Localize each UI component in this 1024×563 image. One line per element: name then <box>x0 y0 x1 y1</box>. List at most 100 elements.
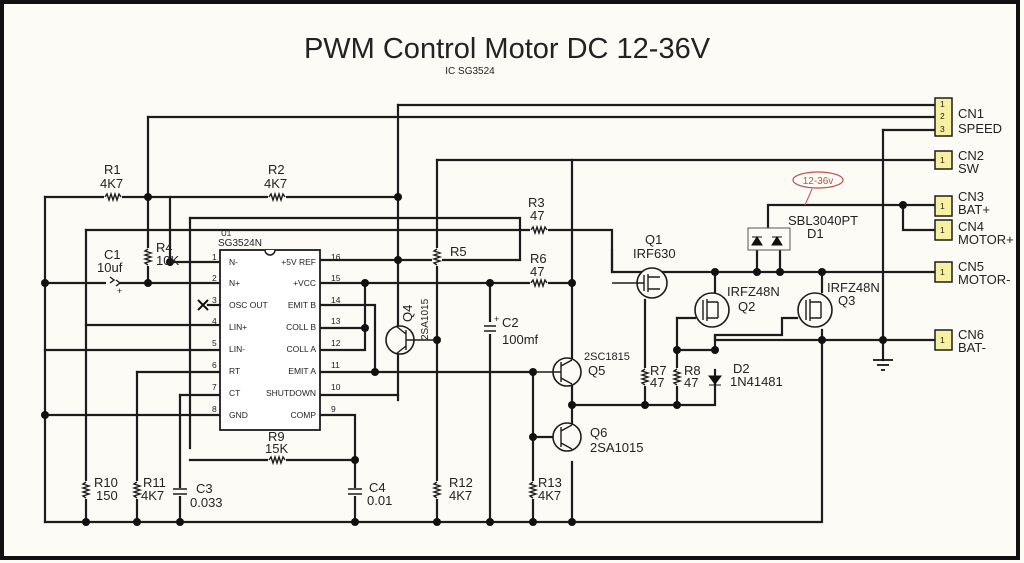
svg-text:1: 1 <box>940 201 945 211</box>
svg-text:0.01: 0.01 <box>367 493 392 508</box>
svg-text:N-: N- <box>229 257 238 267</box>
transistor-q4[interactable]: Q4 2SA1015 <box>385 298 437 355</box>
svg-text:R10: R10 <box>94 475 118 490</box>
svg-text:BAT-: BAT- <box>958 340 986 355</box>
svg-text:CN2: CN2 <box>958 148 984 163</box>
svg-text:2SA1015: 2SA1015 <box>590 440 644 455</box>
svg-text:5: 5 <box>212 338 217 348</box>
diagram-subtitle: IC SG3524 <box>445 66 495 77</box>
svg-text:SBL3040PT: SBL3040PT <box>788 213 858 228</box>
mosfet-q1[interactable]: Q1 IRF630 <box>612 232 676 299</box>
connector-cn5[interactable]: 1 CN5 MOTOR- <box>934 259 1010 287</box>
svg-text:R11: R11 <box>143 475 166 490</box>
resistor-r9[interactable]: R9 15K <box>265 429 288 465</box>
wires <box>43 103 937 524</box>
connector-cn3[interactable]: 1 CN3 BAT+ <box>934 189 990 217</box>
svg-text:1N41481: 1N41481 <box>730 374 783 389</box>
resistor-r12[interactable]: R12 4K7 <box>432 475 473 503</box>
svg-text:4: 4 <box>212 316 217 326</box>
svg-text:MOTOR-: MOTOR- <box>958 272 1010 287</box>
transistor-q6[interactable]: Q6 2SA1015 <box>552 422 644 455</box>
svg-text:1: 1 <box>940 99 945 109</box>
svg-text:1: 1 <box>940 155 945 165</box>
svg-text:C1: C1 <box>104 247 121 262</box>
svg-text:Q5: Q5 <box>588 363 605 378</box>
svg-text:R1: R1 <box>104 162 121 177</box>
svg-text:R3: R3 <box>528 195 545 210</box>
svg-text:3: 3 <box>940 124 945 134</box>
svg-text:CN4: CN4 <box>958 219 984 234</box>
svg-text:R12: R12 <box>449 475 473 490</box>
svg-text:1: 1 <box>940 335 945 345</box>
resistor-r13[interactable]: R13 4K7 <box>528 475 562 503</box>
svg-text:D1: D1 <box>807 226 824 241</box>
svg-text:COLL B: COLL B <box>286 322 316 332</box>
svg-text:1: 1 <box>940 267 945 277</box>
svg-text:8: 8 <box>212 404 217 414</box>
svg-text:Q2: Q2 <box>738 299 755 314</box>
svg-text:R7: R7 <box>650 363 667 378</box>
svg-text:1: 1 <box>212 252 217 262</box>
svg-text:R6: R6 <box>530 251 547 266</box>
resistor-r4[interactable]: R4 10K <box>143 240 179 268</box>
svg-text:150: 150 <box>96 488 118 503</box>
svg-text:1: 1 <box>940 225 945 235</box>
capacitor-c1[interactable]: + C1 10uf <box>97 247 123 296</box>
svg-text:9: 9 <box>331 404 336 414</box>
transistor-q5[interactable]: 2SC1815 Q5 <box>535 351 630 387</box>
svg-text:Q3: Q3 <box>838 293 855 308</box>
svg-text:COLL A: COLL A <box>287 344 317 354</box>
ground-icon <box>873 359 893 371</box>
mosfet-q2[interactable]: IRFZ48N Q2 <box>694 284 780 328</box>
svg-text:14: 14 <box>331 295 341 305</box>
diode-d1[interactable]: SBL3040PT D1 <box>747 213 858 251</box>
resistor-r1[interactable]: R1 4K7 <box>100 162 123 202</box>
resistor-r6[interactable]: R6 47 <box>530 251 548 288</box>
connector-cn2[interactable]: 1 CN2 SW <box>934 148 984 176</box>
connector-cn4[interactable]: 1 CN4 MOTOR+ <box>934 219 1014 247</box>
svg-text:6: 6 <box>212 360 217 370</box>
svg-text:12-36v: 12-36v <box>803 176 834 187</box>
resistor-r3[interactable]: R3 47 <box>528 195 548 235</box>
svg-text:COMP: COMP <box>291 410 317 420</box>
mosfet-q3[interactable]: IRFZ48N Q3 <box>797 280 880 328</box>
svg-text:CN5: CN5 <box>958 259 984 274</box>
svg-text:OSC OUT: OSC OUT <box>229 300 268 310</box>
capacitor-c3[interactable]: C3 0.033 <box>173 481 223 510</box>
svg-text:Q6: Q6 <box>590 425 607 440</box>
svg-text:11: 11 <box>331 360 340 370</box>
svg-text:LIN-: LIN- <box>229 344 245 354</box>
svg-text:47: 47 <box>650 375 664 390</box>
resistor-r5[interactable]: R5 <box>432 244 467 266</box>
svg-text:4K7: 4K7 <box>538 488 561 503</box>
svg-text:R2: R2 <box>268 162 285 177</box>
svg-text:10uf: 10uf <box>97 260 123 275</box>
svg-text:SPEED: SPEED <box>958 121 1002 136</box>
resistor-r2[interactable]: R2 4K7 <box>264 162 287 202</box>
diode-d2[interactable]: D2 1N41481 <box>708 361 783 389</box>
svg-text:13: 13 <box>331 316 341 326</box>
svg-text:100mf: 100mf <box>502 332 539 347</box>
connector-cn1[interactable]: 1 2 3 CN1 SPEED <box>934 97 1002 137</box>
connector-cn6[interactable]: 1 CN6 BAT- <box>934 327 986 355</box>
capacitor-c4[interactable]: C4 0.01 <box>348 480 392 508</box>
resistor-r8[interactable]: R8 47 <box>672 363 701 390</box>
resistor-r7[interactable]: R7 47 <box>640 363 667 390</box>
svg-text:Q1: Q1 <box>645 232 662 247</box>
svg-text:D2: D2 <box>733 361 750 376</box>
resistor-r11[interactable]: R11 4K7 <box>132 475 166 503</box>
svg-text:C2: C2 <box>502 315 519 330</box>
capacitor-c2[interactable]: + C2 100mf <box>483 314 539 347</box>
svg-text:10: 10 <box>331 382 341 392</box>
diagram-title: PWM Control Motor DC 12-36V <box>304 33 711 65</box>
svg-text:3: 3 <box>212 295 217 305</box>
ic-part: SG3524N <box>218 238 262 249</box>
svg-text:+: + <box>494 314 499 324</box>
svg-text:+VCC: +VCC <box>293 278 316 288</box>
svg-text:IRFZ48N: IRFZ48N <box>827 280 880 295</box>
resistor-r10[interactable]: R10 150 <box>81 475 118 503</box>
